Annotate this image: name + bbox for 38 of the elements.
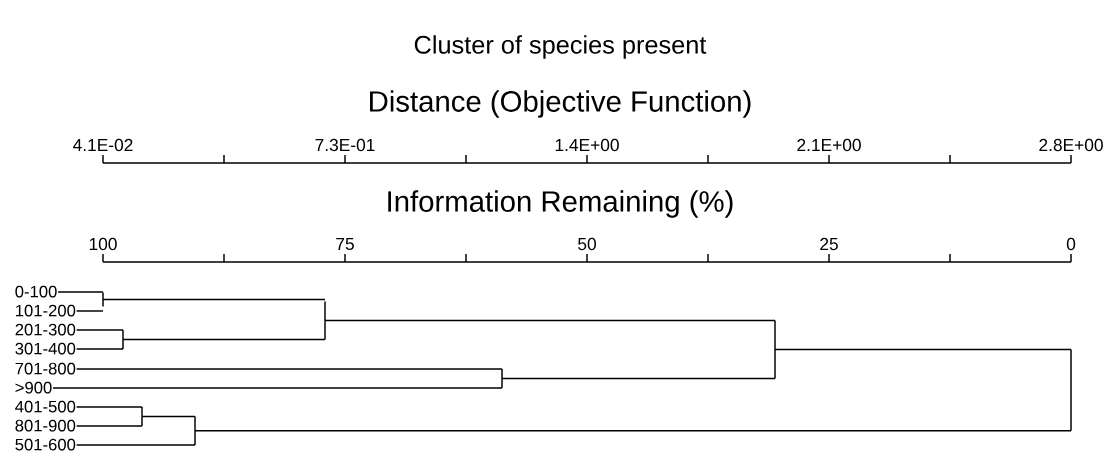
tick-label: 50	[578, 237, 596, 251]
tick-label: 75	[336, 237, 354, 251]
tick-label: 2.1E+00	[797, 138, 861, 152]
leaf-label: 0-100	[15, 285, 57, 298]
dendrogram-branch	[194, 430, 1072, 432]
leaf-label: 301-400	[15, 342, 76, 355]
leaf-label: 201-300	[15, 323, 76, 336]
dendrogram-branch	[75, 444, 196, 446]
dendrogram-branch	[75, 406, 143, 408]
leaf-label: 401-500	[15, 400, 76, 413]
dendrogram-branch	[57, 291, 104, 293]
leaf-label: 701-800	[15, 362, 76, 375]
tick-label: 25	[820, 237, 838, 251]
tick-label: 0	[1066, 237, 1076, 251]
dendrogram-branch	[324, 319, 776, 322]
tick-label: 7.3E-01	[315, 138, 375, 152]
chart-title: Cluster of species present	[414, 35, 707, 59]
dendrogram-branch	[774, 348, 1072, 351]
dendrogram-branch	[75, 310, 104, 312]
leaf-label: 101-200	[16, 304, 76, 317]
dendrogram-branch	[75, 368, 503, 370]
leaf-label: 501-600	[15, 438, 76, 451]
tick-label: 4.1E-02	[73, 138, 133, 152]
dendrogram-branch	[122, 338, 326, 341]
dendrogram-branch	[75, 425, 143, 427]
tick-label: 100	[89, 237, 117, 251]
leaf-label: >900	[15, 381, 52, 394]
tick-label: 2.8E+00	[1039, 138, 1103, 152]
axis-title: Information Remaining (%)	[388, 190, 733, 218]
dendrogram-branch	[102, 298, 326, 301]
dendrogram-branch	[501, 377, 776, 380]
dendrogram-branch	[141, 415, 196, 418]
tick-label: 1.4E+00	[555, 138, 619, 152]
dendrogram-branch	[52, 387, 503, 389]
dendrogram-branch	[75, 329, 124, 331]
leaf-label: 801-900	[15, 419, 76, 432]
dendrogram-branch	[75, 348, 124, 350]
axis-title: Distance (Objective Function)	[370, 90, 751, 118]
